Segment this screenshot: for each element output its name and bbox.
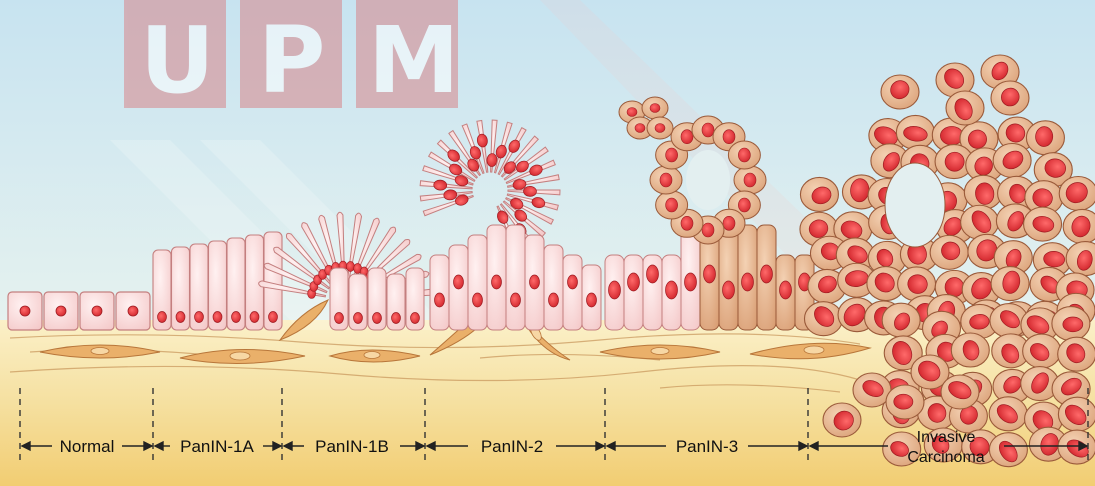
cell-nucleus <box>530 275 540 289</box>
cell-nucleus <box>1063 317 1083 332</box>
cell-nucleus <box>549 293 559 307</box>
cell-nucleus <box>738 148 750 162</box>
cell-nucleus <box>56 306 66 316</box>
columnar-cell <box>563 255 582 330</box>
cell-nucleus <box>894 394 913 409</box>
cell-nucleus <box>195 312 204 323</box>
cell-nucleus <box>335 313 344 324</box>
cell-nucleus <box>702 123 714 137</box>
cell-nucleus <box>681 130 693 144</box>
cell-nucleus <box>346 261 354 271</box>
cell-nucleus <box>704 265 716 283</box>
cell-nucleus <box>250 312 259 323</box>
cell-nucleus <box>647 265 659 283</box>
cell-nucleus <box>232 312 241 323</box>
gland-lumen <box>885 163 945 247</box>
columnar-cell <box>506 225 525 330</box>
dysplastic-cell <box>624 255 643 330</box>
cell-nucleus <box>945 277 964 297</box>
cell-nucleus <box>492 275 502 289</box>
cell-nucleus <box>92 306 102 316</box>
cell-nucleus <box>761 265 773 283</box>
cell-nucleus <box>744 173 756 187</box>
cell-nucleus <box>392 313 401 324</box>
cell-nucleus <box>587 293 597 307</box>
stage-label-carcinoma: Carcinoma <box>907 449 984 466</box>
watermark-letter-m: M <box>368 7 460 114</box>
watermark-letter-u: U <box>140 7 215 114</box>
cell-nucleus <box>635 124 645 133</box>
stage-label-panin-3: PanIN-3 <box>676 437 738 456</box>
cell-nucleus <box>666 198 678 212</box>
cell-nucleus <box>435 293 445 307</box>
cell-nucleus <box>213 312 222 323</box>
cell-nucleus <box>655 124 665 133</box>
columnar-cell <box>468 235 487 330</box>
cell-nucleus <box>723 130 735 144</box>
cell-nucleus <box>20 306 30 316</box>
stage-label-panin-1a: PanIN-1A <box>180 437 254 456</box>
cell-nucleus <box>411 313 420 324</box>
gland-lumen <box>686 150 730 210</box>
cell-nucleus <box>176 312 185 323</box>
cell-nucleus <box>128 306 138 316</box>
columnar-cell <box>544 245 563 330</box>
cell-nucleus <box>666 148 678 162</box>
cell-nucleus <box>723 281 735 299</box>
cell-nucleus <box>780 281 792 299</box>
stage-label-panin-2: PanIN-2 <box>481 437 543 456</box>
cell-nucleus <box>660 173 672 187</box>
cell-nucleus <box>738 198 750 212</box>
cell-nucleus <box>373 313 382 324</box>
columnar-cell <box>430 255 449 330</box>
cell-nucleus <box>158 312 167 323</box>
cell-nucleus <box>650 104 660 113</box>
cell-nucleus <box>609 281 621 299</box>
cell-nucleus <box>628 273 640 291</box>
cell-nucleus <box>568 275 578 289</box>
stage-label-panin-1b: PanIN-1B <box>315 437 389 456</box>
cell-nucleus <box>702 223 714 237</box>
cell-nucleus <box>666 281 678 299</box>
cell-nucleus <box>523 186 536 196</box>
cell-nucleus <box>354 313 363 324</box>
cell-nucleus <box>269 312 278 323</box>
stage-label-normal: Normal <box>60 437 115 456</box>
stage-label-invasive: Invasive <box>917 429 976 446</box>
dysplastic-cell <box>719 225 738 330</box>
cell-nucleus <box>454 275 464 289</box>
cell-nucleus <box>685 273 697 291</box>
cell-nucleus <box>627 108 637 117</box>
cell-nucleus <box>511 293 521 307</box>
cell-nucleus <box>723 216 735 230</box>
cell-nucleus <box>742 273 754 291</box>
cell-nucleus <box>681 216 693 230</box>
watermark-letter-p: P <box>258 7 325 114</box>
cell-nucleus <box>473 293 483 307</box>
